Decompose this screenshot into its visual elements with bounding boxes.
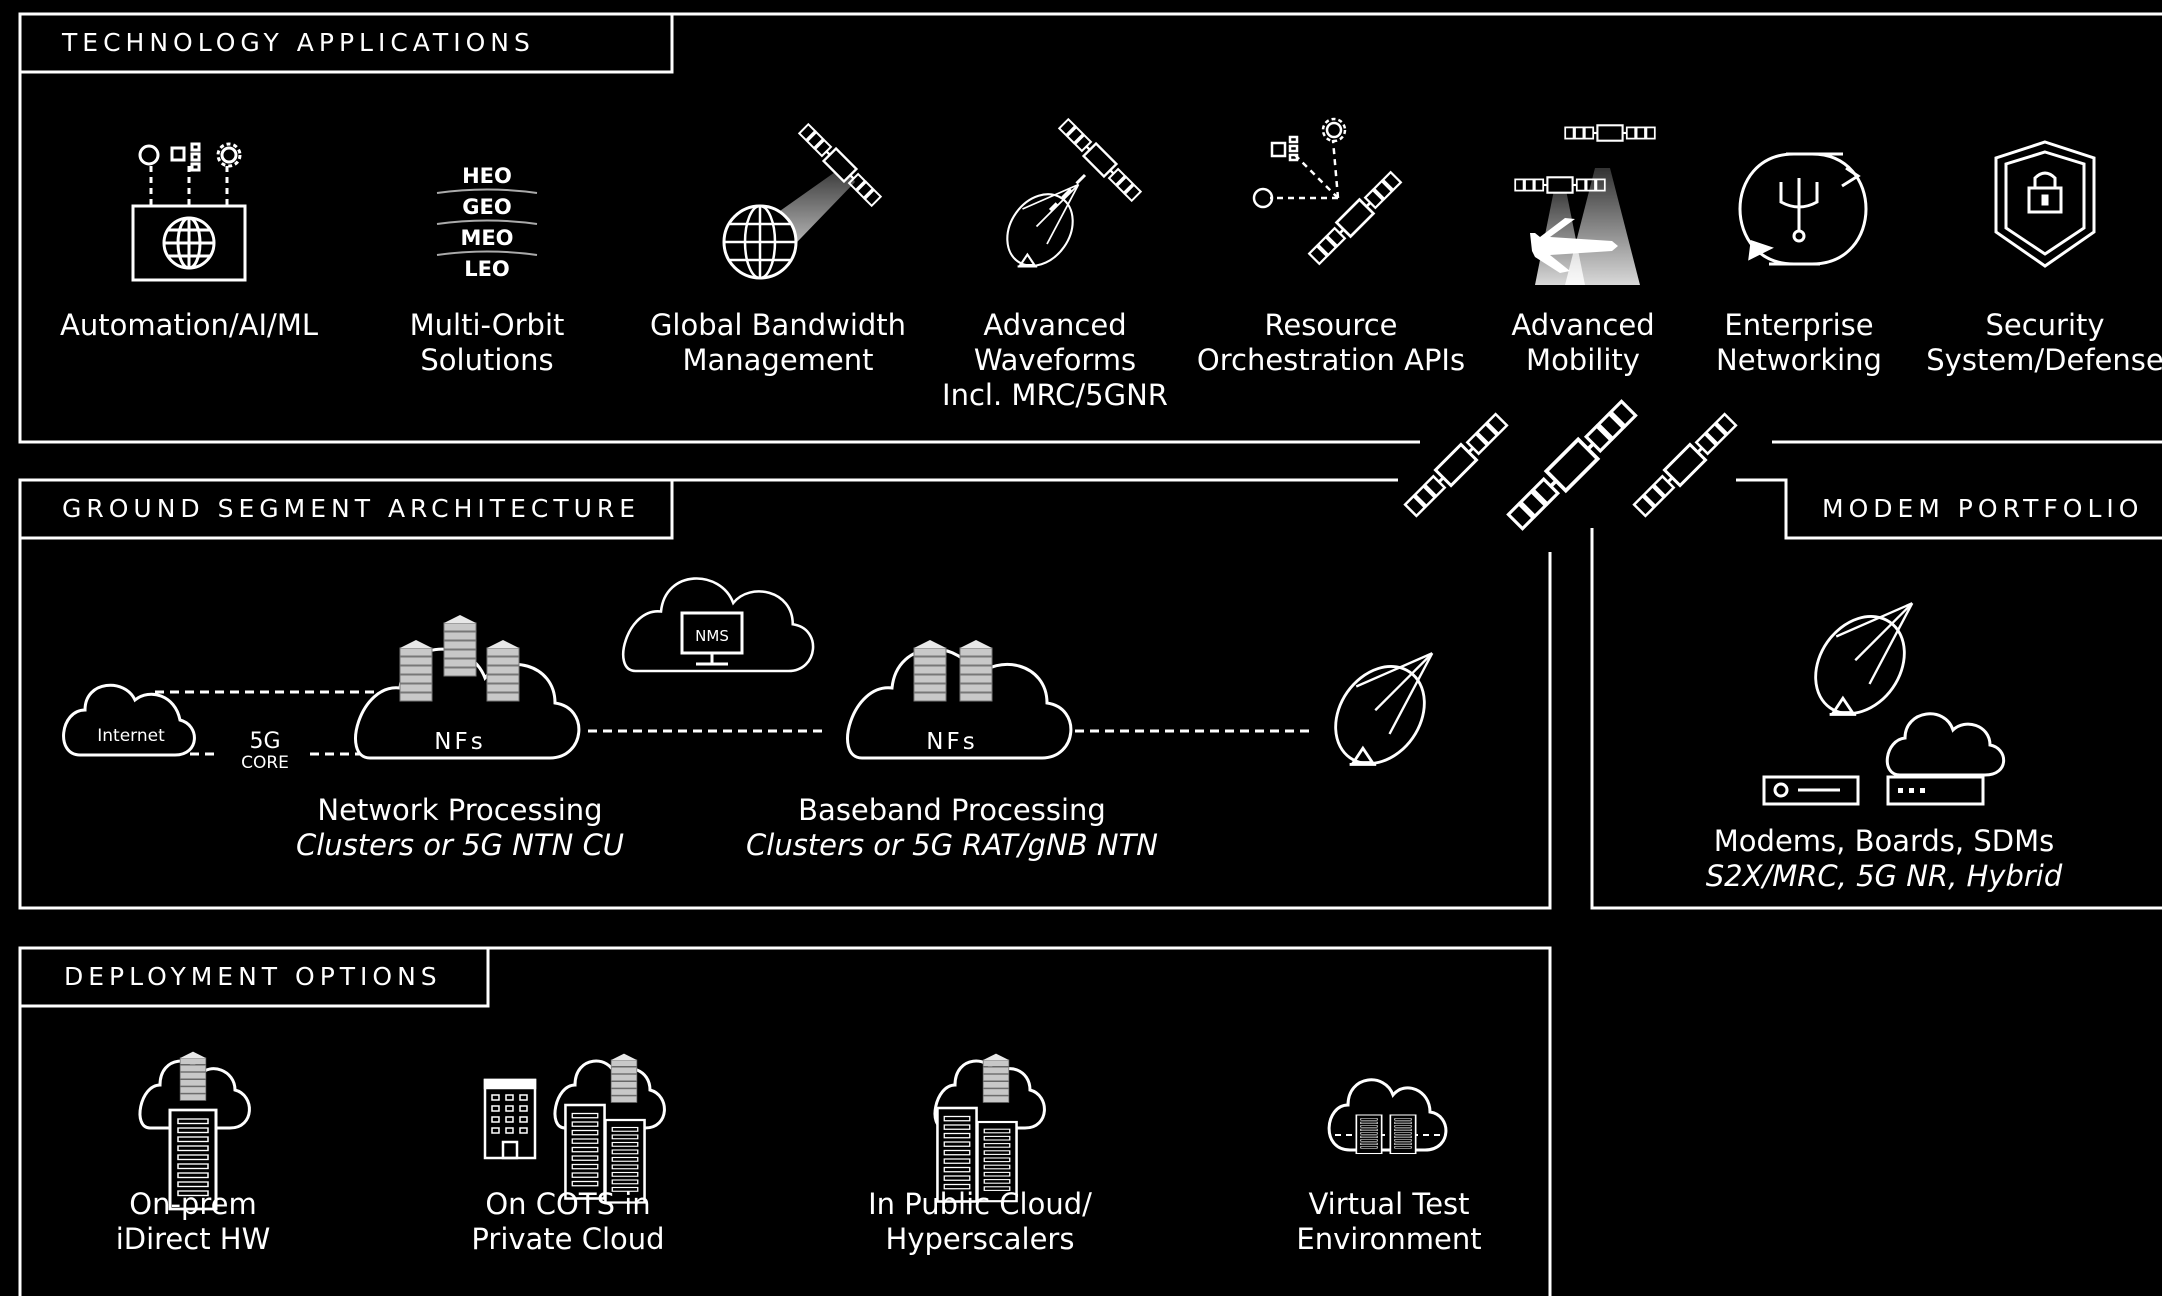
- advanced-waveforms-icon: [992, 116, 1144, 280]
- internet-label: Internet: [97, 726, 165, 746]
- baseband-processing-title: Baseband Processing: [798, 793, 1106, 827]
- label-line: Virtual Test: [1308, 1187, 1470, 1221]
- tech-section-title: TECHNOLOGY APPLICATIONS: [62, 28, 535, 57]
- core-label: CORE: [241, 753, 289, 773]
- tech-frame: [18, 12, 2162, 444]
- label-line: On-prem: [129, 1187, 257, 1221]
- label-line: System/Defense: [1926, 343, 2162, 377]
- orbit-label: GEO: [462, 195, 511, 219]
- connection-lines: [155, 690, 1310, 756]
- label-line: Multi-Orbit: [409, 308, 565, 342]
- network-processing-title: Network Processing: [317, 793, 603, 827]
- label-line: Networking: [1716, 343, 1882, 377]
- multi-orbit-icon: HEO GEO MEO LEO: [436, 164, 538, 281]
- deploy-label: In Public Cloud/Hyperscalers: [868, 1187, 1092, 1257]
- modem-sub: S2X/MRC, 5G NR, Hybrid: [1705, 859, 2063, 893]
- label-line: Global Bandwidth: [649, 308, 907, 342]
- network-processing-label: Network Processing Clusters or 5G NTN CU: [296, 793, 624, 863]
- tech-title-box: [18, 12, 674, 74]
- baseband-processing-sub: Clusters or 5G RAT/gNB NTN: [746, 828, 1158, 862]
- tech-app-label: Automation/AI/ML: [60, 308, 318, 343]
- modem-section-title: MODEM PORTFOLIO: [1822, 494, 2144, 523]
- label-line: Solutions: [420, 343, 554, 377]
- label-line: In Public Cloud/: [868, 1187, 1092, 1221]
- baseband-processing-label: Baseband Processing Clusters or 5G RAT/g…: [746, 793, 1158, 863]
- nfs-cloud-baseband-icon: NFs: [846, 639, 1073, 760]
- on-prem-icon: [138, 1051, 251, 1211]
- global-bandwidth-icon: [722, 121, 884, 280]
- label-line: Advanced: [1511, 308, 1655, 342]
- label-line: Security: [1985, 308, 2105, 342]
- modem-title: Modems, Boards, SDMs: [1713, 824, 2055, 858]
- deploy-frame: [18, 946, 1552, 1296]
- nms-label: NMS: [695, 627, 729, 645]
- label-line: Advanced: [983, 308, 1127, 342]
- network-processing-sub: Clusters or 5G NTN CU: [295, 828, 625, 862]
- orbit-label: MEO: [460, 226, 513, 250]
- label-line: Private Cloud: [471, 1222, 665, 1256]
- label-line: Incl. MRC/5GNR: [942, 378, 1168, 412]
- label-line: Waveforms: [973, 343, 1137, 377]
- nfs-label: NFs: [926, 729, 977, 755]
- office-building-icon: [483, 1078, 537, 1160]
- label-line: Mobility: [1526, 343, 1640, 377]
- automation-ai-ml-icon: [131, 142, 247, 282]
- label-line: Environment: [1296, 1222, 1482, 1256]
- label-line: Management: [682, 343, 874, 377]
- nms-cloud-icon: NMS: [621, 577, 815, 673]
- satellite-constellation-icon: [1401, 396, 1740, 534]
- virtual-test-icon: [1327, 1078, 1448, 1155]
- enterprise-networking-icon: [1738, 152, 1868, 266]
- nfs-label: NFs: [434, 729, 485, 755]
- ground-satellite-dish-icon: [1315, 647, 1445, 783]
- label-line: Automation/AI/ML: [59, 308, 319, 342]
- core-5g-label: 5G: [249, 729, 280, 754]
- nfs-cloud-network-icon: NFs: [354, 614, 581, 760]
- internet-cloud-icon: Internet: [62, 683, 196, 757]
- orbit-label: HEO: [462, 164, 512, 188]
- label-line: On COTS in: [485, 1187, 651, 1221]
- modem-frame: [1590, 528, 2162, 910]
- advanced-mobility-icon: [1514, 124, 1656, 285]
- modem-label: Modems, Boards, SDMs S2X/MRC, 5G NR, Hyb…: [1706, 824, 2063, 894]
- label-line: iDirect HW: [115, 1222, 271, 1256]
- label-line: Resource: [1264, 308, 1398, 342]
- ground-section-title: GROUND SEGMENT ARCHITECTURE: [62, 494, 641, 523]
- label-line: Orchestration APIs: [1196, 343, 1466, 377]
- deploy-section-title: DEPLOYMENT OPTIONS: [64, 962, 442, 991]
- modem-dish-icon: [1795, 597, 1925, 733]
- security-defense-icon: [1994, 140, 2096, 268]
- modem-device-icon: [1762, 775, 1860, 806]
- label-line: Hyperscalers: [885, 1222, 1075, 1256]
- resource-orchestration-icon: [1252, 117, 1405, 268]
- label-line: Enterprise: [1724, 308, 1874, 342]
- orbit-label: LEO: [464, 257, 510, 281]
- private-cloud-icon: [553, 1053, 666, 1204]
- public-cloud-icon: [933, 1053, 1046, 1203]
- modem-cloud-board-icon: [1885, 712, 2006, 806]
